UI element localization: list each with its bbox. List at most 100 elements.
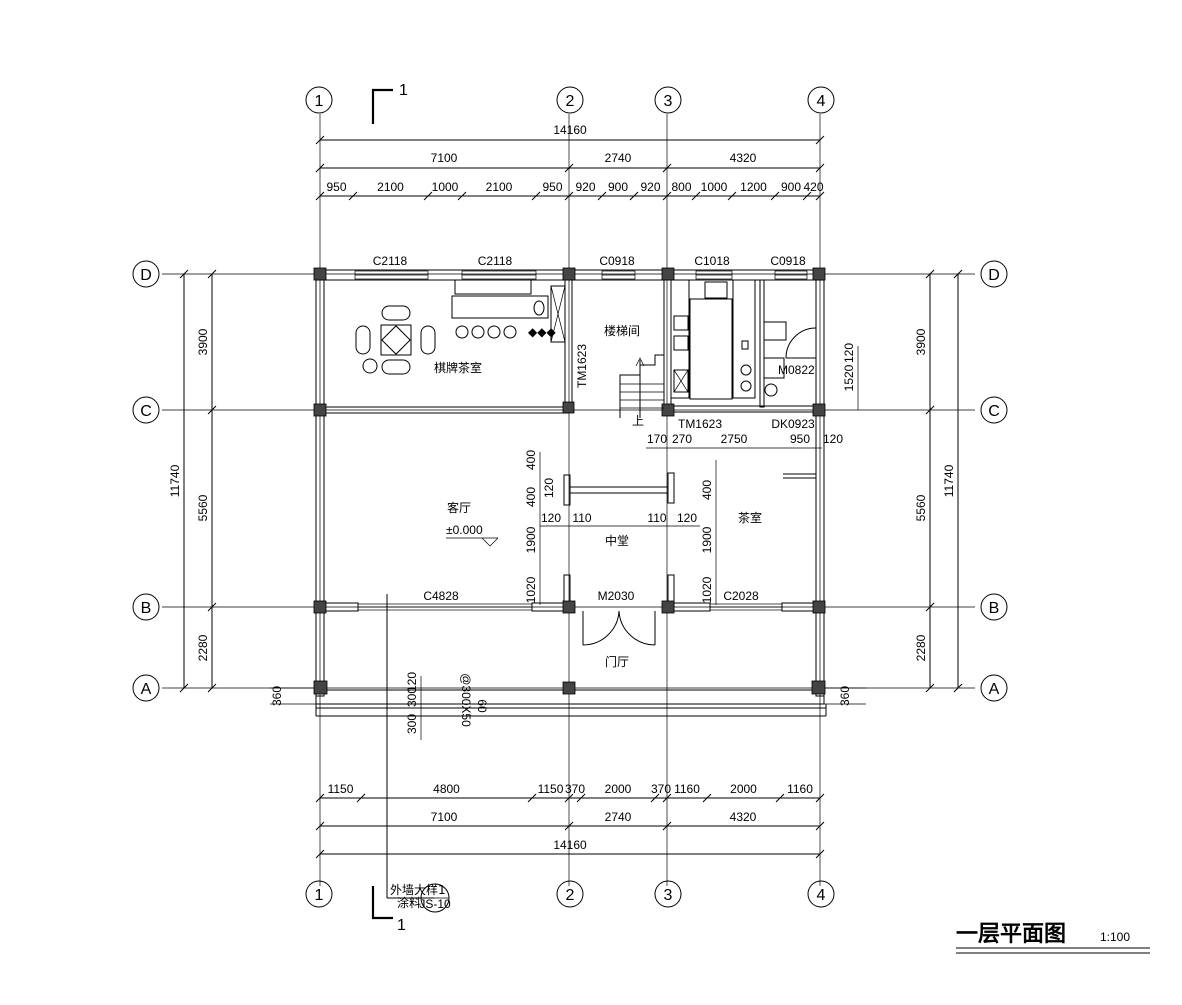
svg-text:4: 4	[817, 93, 826, 110]
top-detail-dimension-13: 420	[803, 180, 823, 194]
bottom-dimension-3: 4320	[730, 810, 757, 824]
label-c4828: C4828	[423, 589, 459, 603]
window-c0918-a	[601, 270, 636, 280]
top-detail-dimension-10: 1000	[701, 180, 728, 194]
axis-bubble-C-right: C	[980, 396, 1008, 424]
svg-text:1: 1	[399, 82, 408, 99]
section-mark-top: 1	[371, 82, 408, 124]
bottom-detail-dimension-7: 1160	[674, 782, 700, 796]
axis-bubble-4-top: 4	[807, 86, 835, 114]
dim-1900-a: 1900	[524, 526, 538, 553]
svg-text:3: 3	[664, 93, 673, 110]
axis-bubble-3-bottom: 3	[654, 880, 682, 908]
axis-bubble-A-right: A	[980, 674, 1008, 702]
dim-120-left: 120	[541, 511, 561, 525]
dim-300-a: 300	[405, 714, 419, 734]
bathroom-fixtures	[763, 321, 817, 397]
bottom-dimensions	[315, 793, 825, 859]
right-dim-c-b: 5560	[914, 494, 928, 521]
dim-400-a: 400	[524, 450, 538, 470]
left-360-dimension: 360	[270, 686, 284, 706]
axis-bubble-2-bottom: 2	[556, 880, 584, 908]
svg-text:2: 2	[566, 887, 575, 904]
dim-120-c: 120	[542, 478, 556, 498]
svg-text:1: 1	[397, 917, 406, 934]
top-detail-dimension-12: 900	[781, 180, 801, 194]
bottom-detail-dimension-9: 1160	[787, 782, 813, 796]
dim-400-right: 400	[700, 480, 714, 500]
dim-950: 950	[790, 432, 810, 446]
bottom-detail-dimension-1: 1150	[328, 782, 354, 796]
svg-text:D: D	[988, 267, 1000, 284]
axis-bubble-1-top: 1	[305, 86, 333, 114]
top-dimension-2: 2740	[605, 151, 632, 165]
svg-text:1: 1	[315, 93, 324, 110]
bottom-dimension-1: 7100	[431, 810, 458, 824]
stair-up-label: 上	[632, 414, 644, 428]
top-dimension-3: 4320	[730, 151, 757, 165]
dim-110-a: 110	[572, 511, 591, 525]
left-total-dimension: 11740	[168, 464, 182, 497]
axis-bubble-A-left: A	[132, 674, 160, 702]
window-c2118-b	[461, 270, 537, 280]
svg-text:C: C	[988, 403, 1000, 420]
axis-bubble-1-bottom: 1	[305, 880, 333, 908]
bottom-detail-dimension-4: 370	[565, 782, 585, 796]
bottom-detail-dimension-2: 4800	[433, 782, 460, 796]
top-dimension-1: 7100	[431, 151, 458, 165]
top-detail-dimension-2: 2100	[377, 180, 404, 194]
dim-120-a: 120	[823, 432, 843, 446]
label-dk0923: DK0923	[771, 417, 815, 431]
axis-bubble-B-right: B	[980, 593, 1008, 621]
svg-text:A: A	[989, 681, 1000, 698]
top-detail-dimension-11: 1200	[740, 180, 767, 194]
label-c2118-b: C2118	[478, 254, 513, 268]
label-tm1623-a: TM1623	[575, 344, 589, 388]
window-c2028	[709, 603, 783, 611]
top-detail-dimension-5: 950	[542, 180, 562, 194]
axis-bubble-C-left: C	[132, 396, 160, 424]
axis-bubble-B-left: B	[132, 593, 160, 621]
bottom-dimension-2: 2740	[605, 810, 632, 824]
top-dimensions	[315, 135, 825, 201]
axis-bubble-D-right: D	[980, 260, 1008, 288]
svg-text:4: 4	[817, 887, 826, 904]
svg-text:B: B	[989, 600, 1000, 617]
top-detail-dimension-8: 920	[640, 180, 660, 194]
label-c0918-b: C0918	[770, 254, 806, 268]
svg-text:C: C	[140, 403, 152, 420]
bottom-detail-dimension-5: 2000	[605, 782, 632, 796]
svg-text:2: 2	[566, 93, 575, 110]
right-dim-d-c: 3900	[914, 328, 928, 355]
dim-60: 60	[475, 699, 489, 713]
wall-detail-callout	[386, 594, 450, 913]
left-dim-d-c: 3900	[196, 328, 210, 355]
svg-text:B: B	[141, 600, 152, 617]
svg-text:D: D	[140, 267, 152, 284]
bottom-detail-dimension-6: 370	[651, 782, 671, 796]
label-c1018: C1018	[694, 254, 730, 268]
dim-110-b: 110	[647, 511, 666, 525]
label-c2028: C2028	[723, 589, 759, 603]
kitchen-fixtures	[670, 279, 756, 400]
label-m2030: M2030	[598, 589, 635, 603]
svg-text:◆◆◆: ◆◆◆	[528, 325, 556, 339]
elevation-symbol	[446, 537, 499, 547]
right-total-dimension: 11740	[942, 464, 956, 497]
drawing-scale: 1:100	[1100, 930, 1130, 944]
callout-ref: JS-10	[419, 897, 451, 911]
dim-170: 170	[647, 432, 667, 446]
room-living: 客厅	[447, 500, 471, 515]
dim-120-e: 120	[405, 672, 419, 692]
callout-line1: 外墙大样1	[390, 882, 446, 897]
staircase-icon	[619, 354, 664, 418]
axis-bubble-2-top: 2	[556, 86, 584, 114]
dim-120-b: 120	[842, 343, 856, 363]
svg-text:A: A	[141, 681, 152, 698]
room-chess-tea: 棋牌茶室	[434, 360, 482, 375]
axis-bubble-4-bottom: 4	[807, 880, 835, 908]
label-c0918-a: C0918	[599, 254, 635, 268]
section-mark-bottom: 1	[371, 886, 406, 934]
top-total-dimension: 14160	[553, 123, 587, 137]
